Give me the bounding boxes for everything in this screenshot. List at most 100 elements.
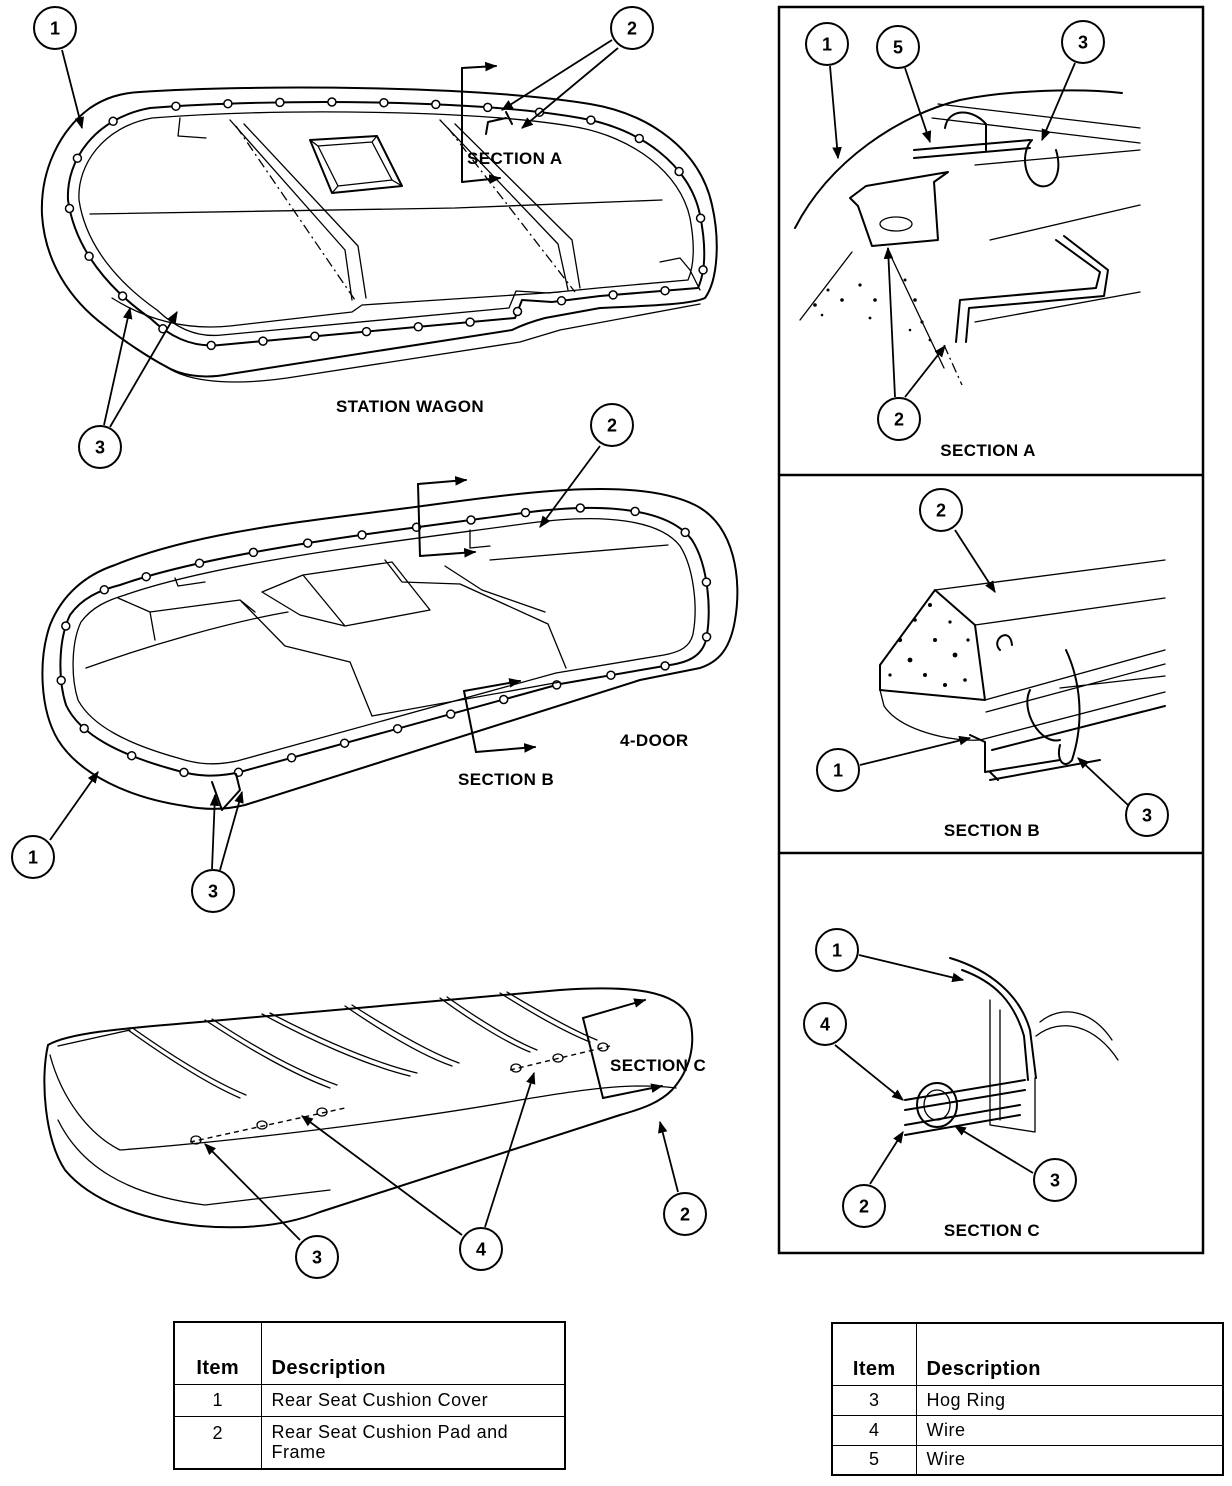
frame-wire-outer xyxy=(66,101,706,347)
right-hook-wire xyxy=(485,111,513,135)
callout-2: 2 xyxy=(610,6,654,50)
hog-ring xyxy=(361,326,372,337)
leader-line xyxy=(209,793,220,870)
item-number: 1 xyxy=(173,1383,262,1417)
leader-line xyxy=(904,345,946,398)
item-description: Wire xyxy=(915,1414,1224,1446)
left-hook-wire xyxy=(177,117,207,139)
callout-2: 2 xyxy=(842,1184,886,1228)
station-wagon-label: STATION WAGON xyxy=(336,397,484,416)
item-description-text: Rear Seat Cushion Cover xyxy=(271,1389,489,1410)
legend-table-left: Item Description 1 Rear Seat Cushion Cov… xyxy=(173,1321,566,1470)
hog-ring xyxy=(680,527,690,538)
wire-item-5 xyxy=(913,111,1031,159)
hog-ring-item-3 xyxy=(916,1082,958,1128)
frame-rail xyxy=(931,103,1141,323)
listing-wire-right xyxy=(509,1045,611,1071)
center-recess-inner xyxy=(309,135,403,194)
frame-panel xyxy=(989,999,1036,1133)
hog-ring xyxy=(379,97,389,108)
callout-number: 2 xyxy=(680,1204,690,1224)
leader-line xyxy=(869,1130,904,1185)
section-c-marker xyxy=(582,998,664,1099)
right-end-notch xyxy=(659,257,701,291)
hog-ring xyxy=(634,133,645,144)
callout-3: 3 xyxy=(1033,1158,1077,1202)
leader-line xyxy=(1041,62,1076,142)
hog-ring xyxy=(701,577,712,587)
section-b-title: SECTION B xyxy=(944,821,1040,840)
callout-number: 2 xyxy=(859,1196,869,1216)
hog-ring xyxy=(466,515,476,525)
section-a-title: SECTION A xyxy=(940,441,1036,460)
callout-number: 2 xyxy=(627,18,637,38)
section-a-detail: 1 5 3 2 SECTION A xyxy=(794,20,1141,460)
leader-line xyxy=(834,1044,904,1101)
callout-1: 1 xyxy=(11,835,55,879)
hog-ring xyxy=(72,153,83,163)
legend-row: 3 Hog Ring xyxy=(831,1384,1224,1416)
hog-ring xyxy=(108,116,118,127)
callout-number: 2 xyxy=(894,409,904,429)
hog-ring xyxy=(392,723,403,734)
shell-lower-edge xyxy=(164,303,701,383)
foam-pad xyxy=(879,589,986,701)
floor-line xyxy=(89,199,663,215)
hog-rings xyxy=(190,1042,609,1145)
legend-header-row: Item Description xyxy=(831,1322,1224,1386)
pleat-seams xyxy=(57,991,598,1099)
leader-line xyxy=(954,529,996,594)
callout-1: 1 xyxy=(816,748,860,792)
frame-wire-inner xyxy=(72,518,696,765)
callout-2: 2 xyxy=(877,397,921,441)
hog-ring xyxy=(171,101,181,111)
cushion-outline xyxy=(43,987,694,1229)
center-platform xyxy=(261,561,431,627)
section-c-title: SECTION C xyxy=(944,1221,1040,1240)
section-a-marker xyxy=(461,61,502,184)
hog-ring-item-3 xyxy=(1024,139,1060,188)
callout-number: 4 xyxy=(820,1014,830,1034)
left-panel-wall xyxy=(229,119,367,301)
leader-line xyxy=(883,246,896,398)
bracket-item-2 xyxy=(849,171,949,247)
lower-wire xyxy=(955,235,1109,343)
leader-line xyxy=(103,306,133,426)
leader-line xyxy=(61,49,84,130)
callout-1: 1 xyxy=(815,928,859,972)
callout-number: 3 xyxy=(95,437,105,457)
item-description: Hog Ring xyxy=(915,1384,1224,1416)
hog-ring xyxy=(339,738,350,748)
item-number: 2 xyxy=(173,1415,262,1470)
legend-row: 2 Rear Seat Cushion Pad and Frame xyxy=(173,1415,566,1470)
hog-ring xyxy=(996,634,1081,765)
hog-ring xyxy=(206,340,216,351)
section-c-detail: 1 4 3 2 SECTION C xyxy=(803,928,1119,1240)
leader-line xyxy=(484,1071,536,1228)
cover-edge xyxy=(794,89,1123,229)
hog-ring xyxy=(431,99,441,110)
hog-ring xyxy=(141,571,151,582)
hog-ring xyxy=(194,558,205,568)
callout-2: 2 xyxy=(663,1192,707,1236)
callout-number: 3 xyxy=(1050,1170,1060,1190)
section-b-marker-label: SECTION B xyxy=(458,770,554,789)
cushion-cover-shell xyxy=(41,487,739,810)
hog-ring xyxy=(575,503,586,513)
legend-row: 4 Wire xyxy=(831,1414,1224,1446)
callout-1: 1 xyxy=(33,6,77,50)
foam-texture xyxy=(813,278,932,342)
leader-line xyxy=(904,67,932,144)
hog-ring xyxy=(64,203,75,214)
leader-line xyxy=(204,1143,301,1241)
hog-ring xyxy=(248,547,259,558)
left-step-wall xyxy=(117,597,373,717)
hog-ring xyxy=(327,97,337,107)
leader-line xyxy=(1077,757,1129,806)
callout-number: 1 xyxy=(833,760,843,780)
callout-number: 2 xyxy=(607,415,617,435)
right-step-wall xyxy=(384,544,669,669)
bracket-slot xyxy=(879,216,913,232)
description-header: Description xyxy=(915,1322,1224,1386)
